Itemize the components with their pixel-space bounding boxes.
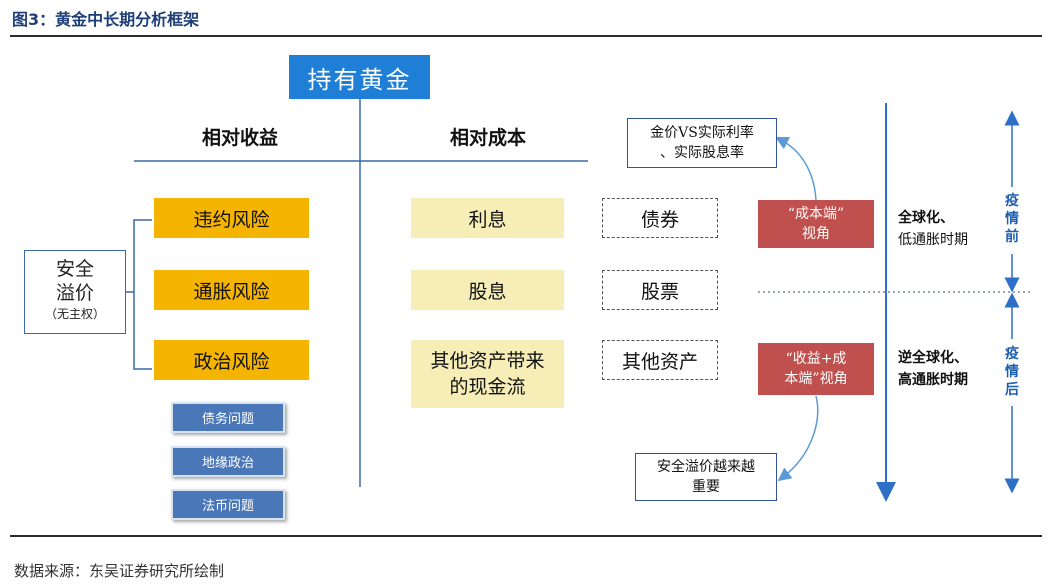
pre-char-2: 情 <box>1005 211 1019 227</box>
stocks-box: 股票 <box>602 270 718 310</box>
safe-premium-box: 安全 溢价 （无主权） <box>24 250 126 334</box>
post-char-3: 后 <box>1005 382 1019 398</box>
debt-issue-tag: 债务问题 <box>171 402 285 433</box>
combined-perspective-line2: 本端”视角 <box>784 371 848 387</box>
cost-perspective-box: “成本端” 视角 <box>758 200 874 248</box>
real-rate-line2: 、实际股息率 <box>660 145 744 161</box>
post-era-line2: 高通胀时期 <box>898 372 968 388</box>
arrow-to-top-callout <box>775 136 817 201</box>
post-era-label: 逆全球化、 高通胀时期 <box>898 347 998 391</box>
fiat-issue-tag: 法币问题 <box>171 489 285 520</box>
other-cashflow-box: 其他资产带来的现金流 <box>411 340 564 408</box>
safe-premium-note: （无主权） <box>44 307 105 321</box>
safe-premium-line2: 溢价 <box>55 282 94 304</box>
bonds-box: 债券 <box>602 198 718 238</box>
pre-era-line2: 低通胀时期 <box>898 232 968 248</box>
pre-char-1: 疫 <box>1005 193 1019 209</box>
combined-perspective-line1: “收益+成 <box>785 351 847 367</box>
interest-box: 利息 <box>411 198 564 238</box>
safe-premium-line1: 安全 <box>55 258 94 280</box>
bottom-rule <box>10 535 1042 537</box>
political-risk-box: 政治风险 <box>154 340 309 380</box>
safe-premium-callout-line1: 安全溢价越来越 <box>657 459 755 475</box>
figure-source: 数据来源：东吴证券研究所绘制 <box>14 562 225 580</box>
inflation-risk-box: 通胀风险 <box>154 270 309 310</box>
geopolitics-tag: 地缘政治 <box>171 446 285 477</box>
safe-premium-callout: 安全溢价越来越 重要 <box>635 453 777 501</box>
hold-gold-root: 持有黄金 <box>289 55 430 99</box>
post-era-line1: 逆全球化、 <box>898 350 968 366</box>
dividend-box: 股息 <box>411 270 564 310</box>
real-rate-callout: 金价VS实际利率 、实际股息率 <box>627 118 777 168</box>
figure-title: 图3：黄金中长期分析框架 <box>12 10 200 29</box>
arrow-to-bottom-callout <box>777 395 819 482</box>
cost-perspective-line1: “成本端” <box>787 206 845 222</box>
safe-premium-callout-line2: 重要 <box>692 479 720 495</box>
relative-cost-header: 相对成本 <box>449 127 526 149</box>
default-risk-box: 违约风险 <box>154 198 309 238</box>
real-rate-line1: 金价VS实际利率 <box>650 125 754 141</box>
post-char-1: 疫 <box>1005 346 1019 362</box>
post-char-2: 情 <box>1005 364 1019 380</box>
top-rule <box>10 35 1042 37</box>
cost-perspective-line2: 视角 <box>802 226 830 242</box>
pre-pandemic-label: 疫 情 前 <box>1003 192 1021 246</box>
relative-return-header: 相对收益 <box>201 127 278 149</box>
post-pandemic-label: 疫 情 后 <box>1003 345 1021 399</box>
risk-bracket <box>133 219 152 370</box>
other-assets-box: 其他资产 <box>602 340 718 380</box>
combined-perspective-box: “收益+成 本端”视角 <box>758 343 874 395</box>
pre-era-label: 全球化、 低通胀时期 <box>898 207 998 251</box>
pre-char-3: 前 <box>1005 229 1019 245</box>
pre-era-line1: 全球化、 <box>898 210 954 226</box>
